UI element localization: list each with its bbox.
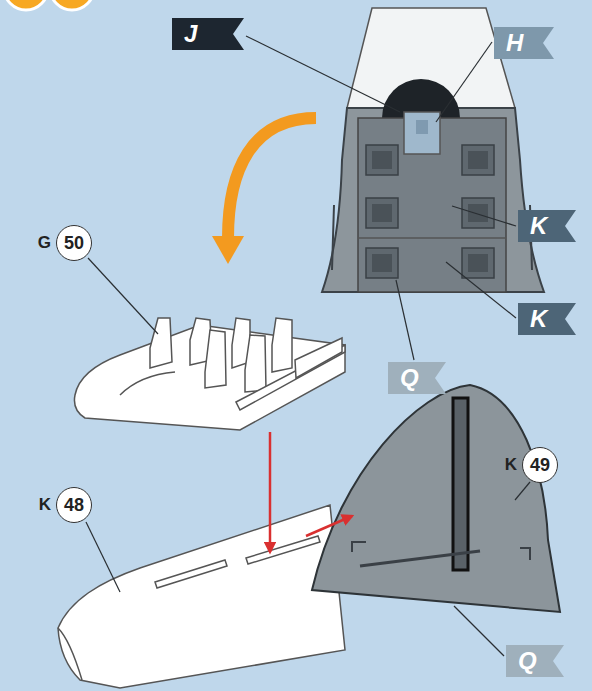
callout-number: K 49 <box>505 447 558 483</box>
step-badge <box>50 0 94 10</box>
part-flag: J <box>172 18 244 50</box>
part-letter: K <box>505 455 517 475</box>
flag-letter: K <box>530 214 547 238</box>
part-flag: Q <box>388 362 446 394</box>
callout-number: K 48 <box>39 487 92 523</box>
flag-letter: H <box>506 31 523 55</box>
flag-shape <box>494 27 554 59</box>
callout-number: 48 <box>64 495 84 516</box>
seat-assembly <box>322 8 544 292</box>
flag-shape <box>172 18 244 50</box>
assembly-arrow <box>306 516 352 536</box>
part-flag: K <box>518 210 576 242</box>
flag-shape <box>172 18 244 50</box>
part-letter: K <box>39 495 51 515</box>
part-48-plate <box>58 505 345 688</box>
flag-letter: K <box>530 307 547 331</box>
flag-letter: Q <box>400 366 419 390</box>
flag-shape <box>506 645 564 677</box>
callout-circle: 50 <box>56 225 92 261</box>
callout-number: 49 <box>530 455 550 476</box>
flag-shape <box>518 210 576 242</box>
turn-arrow <box>228 118 316 238</box>
part-flag: H <box>494 27 554 59</box>
flag-shape <box>388 362 446 394</box>
step-badge <box>4 0 48 10</box>
flag-shape <box>494 27 554 59</box>
part-50-tray <box>74 318 345 430</box>
callout-number: G 50 <box>38 225 92 261</box>
flag-shape <box>518 303 576 335</box>
callout-circle: 48 <box>56 487 92 523</box>
flag-letter: Q <box>518 649 537 673</box>
callout-circle: 49 <box>522 447 558 483</box>
part-flag: Q <box>506 645 564 677</box>
part-letter: G <box>38 233 51 253</box>
part-49-panel <box>312 385 560 612</box>
flag-letter: J <box>184 22 197 46</box>
part-flag: K <box>518 303 576 335</box>
assembly-arrow <box>269 432 272 552</box>
turn-arrow-head <box>212 236 244 264</box>
leader-lines <box>86 36 530 656</box>
callout-number: 50 <box>64 233 84 254</box>
